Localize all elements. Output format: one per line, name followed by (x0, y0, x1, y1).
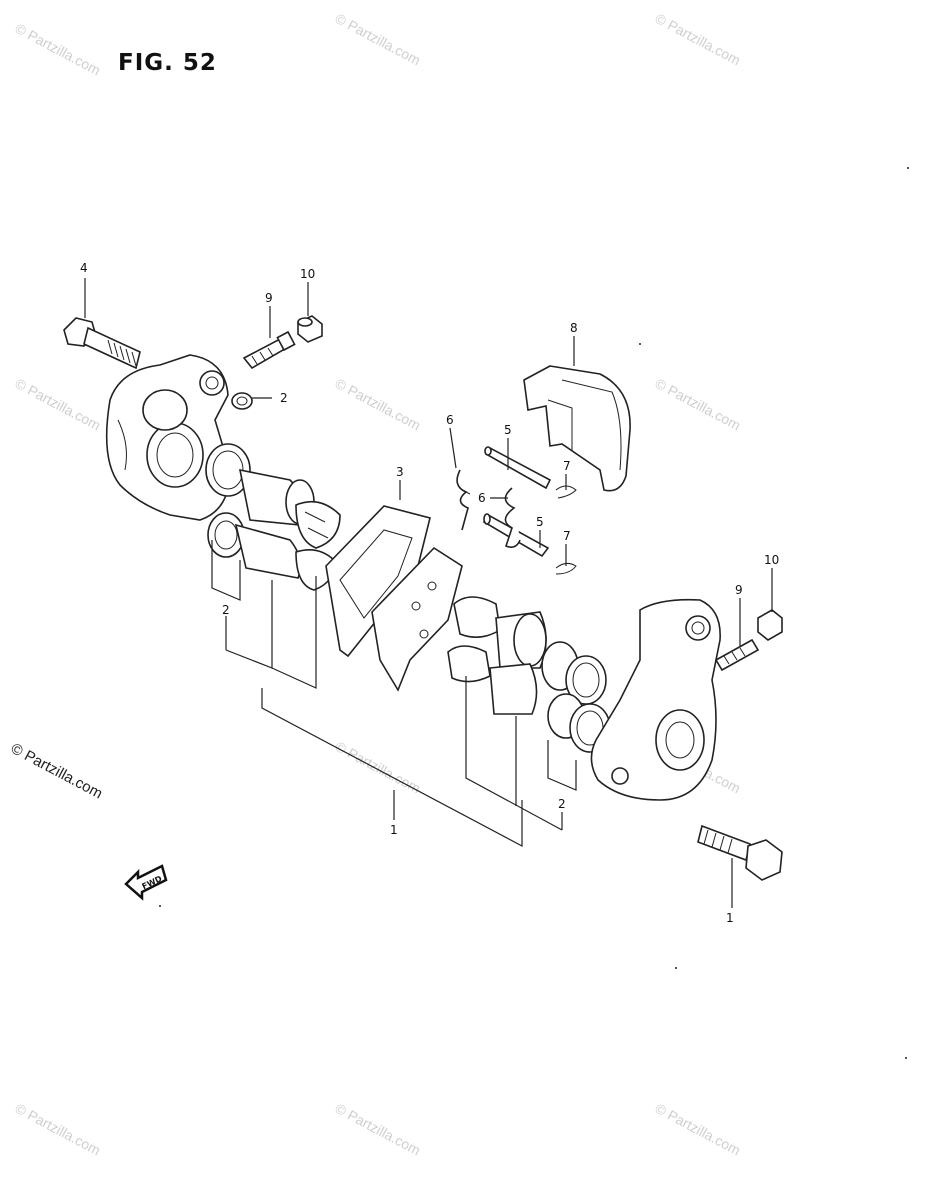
pad-spring-part-8[interactable] (523, 365, 631, 492)
callout-10: 10 (764, 553, 779, 567)
piston-right-lower[interactable] (447, 645, 538, 715)
fwd-arrow-icon: FWD (124, 864, 168, 901)
bleeder-cap-part-10[interactable] (297, 315, 323, 343)
leader-lines (84, 278, 773, 908)
bolt-part-4[interactable] (63, 317, 141, 370)
callout-5: 5 (536, 515, 544, 529)
bleeder-screw-part-9-right[interactable] (714, 638, 760, 672)
bleeder-screw-part-9[interactable] (242, 330, 296, 370)
callout-5: 5 (504, 423, 512, 437)
r-clip-part-7-upper[interactable] (555, 485, 577, 499)
callout-7: 7 (563, 529, 571, 543)
callout-9: 9 (735, 583, 743, 597)
pad-pin-part-5-upper[interactable] (484, 446, 552, 490)
figure-title: FIG. 52 (118, 50, 217, 76)
callout-3: 3 (396, 465, 404, 479)
brake-pad-right-part-3[interactable] (371, 546, 463, 692)
callout-2: 2 (558, 797, 566, 811)
callout-1: 1 (390, 823, 398, 837)
piston-right-upper[interactable] (453, 596, 547, 669)
caliper-half-right[interactable] (590, 598, 721, 801)
caliper-half-left[interactable] (105, 354, 231, 521)
piston-seal-right[interactable] (541, 641, 611, 753)
bleeder-cap-part-10-right[interactable] (757, 609, 783, 641)
callout-9: 9 (265, 291, 273, 305)
piston-left-lower[interactable] (234, 523, 335, 591)
callout-7: 7 (563, 459, 571, 473)
callout-10: 10 (300, 267, 315, 281)
washer-part-2[interactable] (231, 392, 253, 410)
callout-2: 2 (222, 603, 230, 617)
callout-4: 4 (80, 261, 88, 275)
callout-6: 6 (446, 413, 454, 427)
piston-left-upper[interactable] (238, 468, 341, 549)
bolt-part-1-right[interactable] (697, 824, 783, 881)
callout-6: 6 (478, 491, 486, 505)
callout-8: 8 (570, 321, 578, 335)
pad-clip-part-6-upper[interactable] (456, 469, 471, 531)
pad-clip-part-6-lower[interactable] (504, 487, 521, 548)
callout-2: 2 (280, 391, 288, 405)
callout-1: 1 (726, 911, 734, 925)
r-clip-part-7-lower[interactable] (555, 562, 577, 575)
